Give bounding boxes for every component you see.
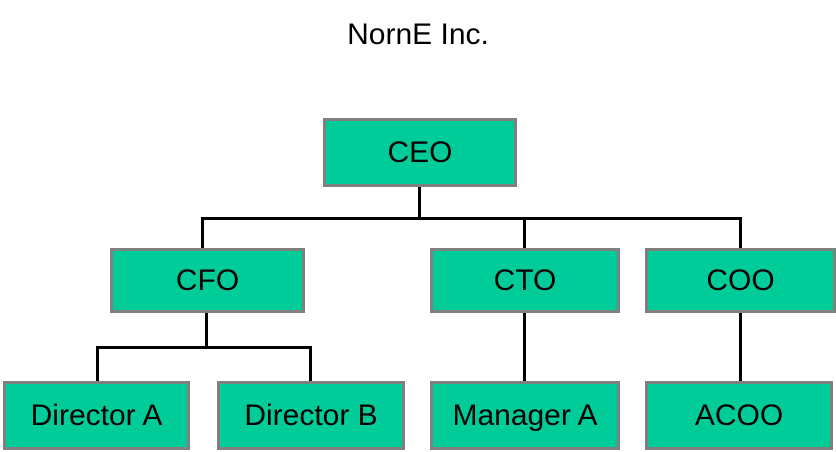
- node-director-a[interactable]: Director A: [3, 381, 190, 450]
- node-manager-a[interactable]: Manager A: [430, 381, 620, 450]
- connector-ceo-to-cfo: [201, 217, 204, 251]
- node-director-b[interactable]: Director B: [217, 381, 405, 450]
- connector-ceo-to-coo: [739, 217, 742, 251]
- node-ceo[interactable]: CEO: [323, 118, 517, 187]
- node-coo[interactable]: COO: [645, 248, 836, 313]
- connector-cfo-to-director-a: [96, 346, 99, 384]
- node-cto[interactable]: CTO: [430, 248, 620, 313]
- connector-cto-to-manager-a: [523, 313, 526, 384]
- connector-ceo-stem: [418, 187, 421, 220]
- chart-title: NornE Inc.: [347, 18, 489, 51]
- node-acoo[interactable]: ACOO: [645, 381, 833, 450]
- connector-ceo-to-cto: [523, 217, 526, 251]
- node-cfo[interactable]: CFO: [110, 248, 305, 313]
- connector-coo-to-acoo: [739, 313, 742, 384]
- connector-ceo-bus: [201, 217, 742, 220]
- connector-cfo-bus: [96, 346, 312, 349]
- connector-cfo-stem: [205, 313, 208, 349]
- connector-cfo-to-director-b: [309, 346, 312, 384]
